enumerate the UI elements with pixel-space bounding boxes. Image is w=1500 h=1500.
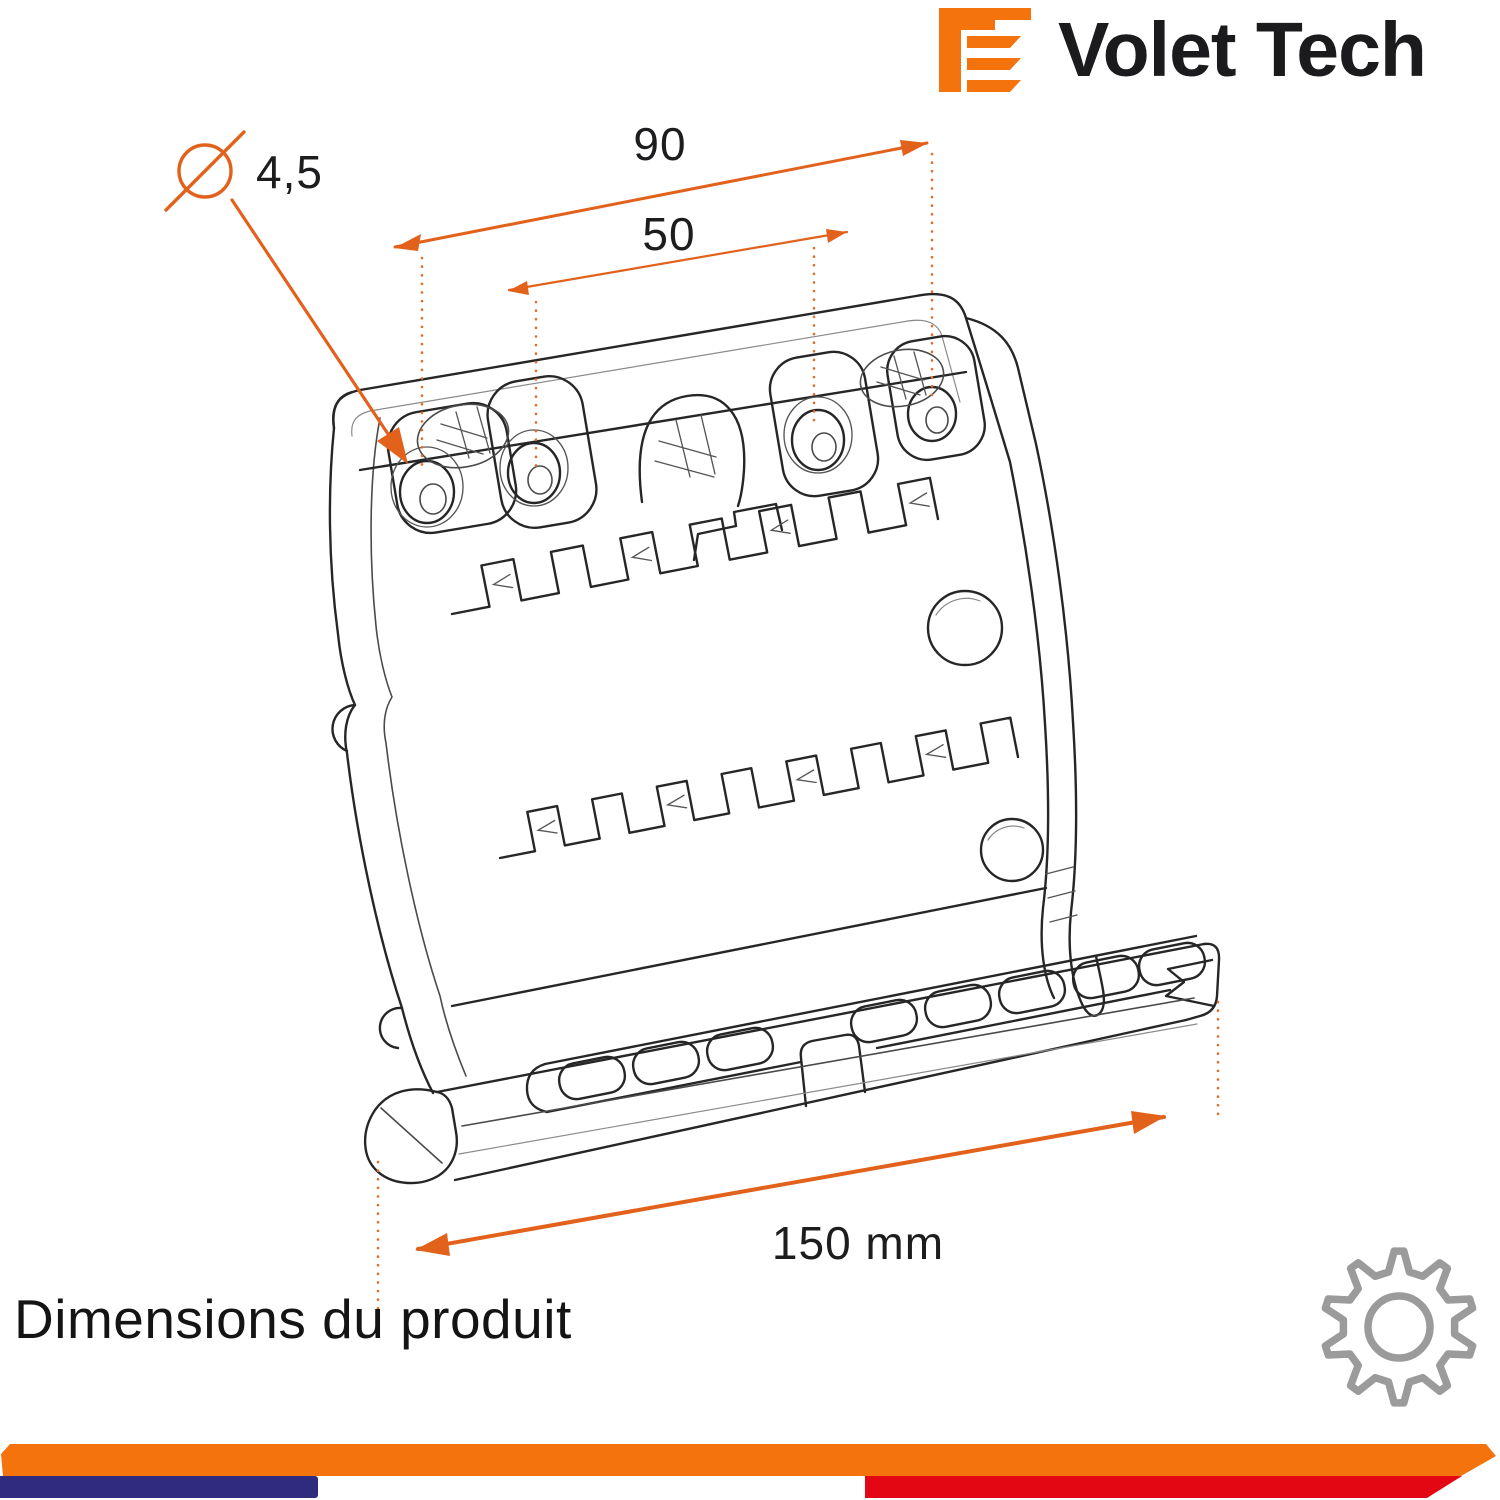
- roller-shutter-logo-icon: [939, 8, 1031, 92]
- diameter-value-label: 4,5: [256, 146, 323, 198]
- witness-lines: [376, 152, 1220, 1318]
- slat-slot: [631, 1040, 701, 1086]
- dimension-50-arrow: 50: [507, 208, 849, 295]
- footer-orange-ribbon: [1, 1444, 1496, 1476]
- diameter-annotation: 4,5: [164, 130, 408, 464]
- slat-slot: [557, 1055, 627, 1101]
- slat-slot: [849, 998, 919, 1044]
- drawing-lines: [328, 292, 1221, 1185]
- dimension-90-label: 90: [633, 118, 686, 170]
- side-hole-large: [926, 589, 1004, 667]
- brand-logo: Volet Tech: [936, 6, 1427, 94]
- footer-flag-blue-stripe: [0, 1476, 318, 1498]
- slat-slots: [557, 941, 1207, 1101]
- bottom-slat: [525, 934, 1207, 1114]
- page-title: Dimensions du produit: [14, 1288, 572, 1350]
- slat-slot: [1071, 954, 1141, 1000]
- slat-slot: [997, 969, 1067, 1015]
- dimension-150-label: 150 mm: [772, 1217, 944, 1269]
- slat-slot: [1137, 941, 1207, 987]
- bottom-rail: [363, 942, 1221, 1185]
- dimension-90-arrow: 90: [393, 118, 929, 251]
- slat-slot: [705, 1026, 775, 1072]
- dimension-50-label: 50: [642, 208, 695, 260]
- slat-slot: [923, 983, 993, 1029]
- diameter-symbol-icon: [177, 143, 233, 199]
- footer-flag-red-stripe: [865, 1476, 1462, 1498]
- brand-name: Volet Tech: [1058, 7, 1427, 93]
- screw-holes: [390, 385, 958, 528]
- dimension-150-arrow: 150 mm: [415, 1111, 1166, 1269]
- side-hole-small: [979, 817, 1045, 883]
